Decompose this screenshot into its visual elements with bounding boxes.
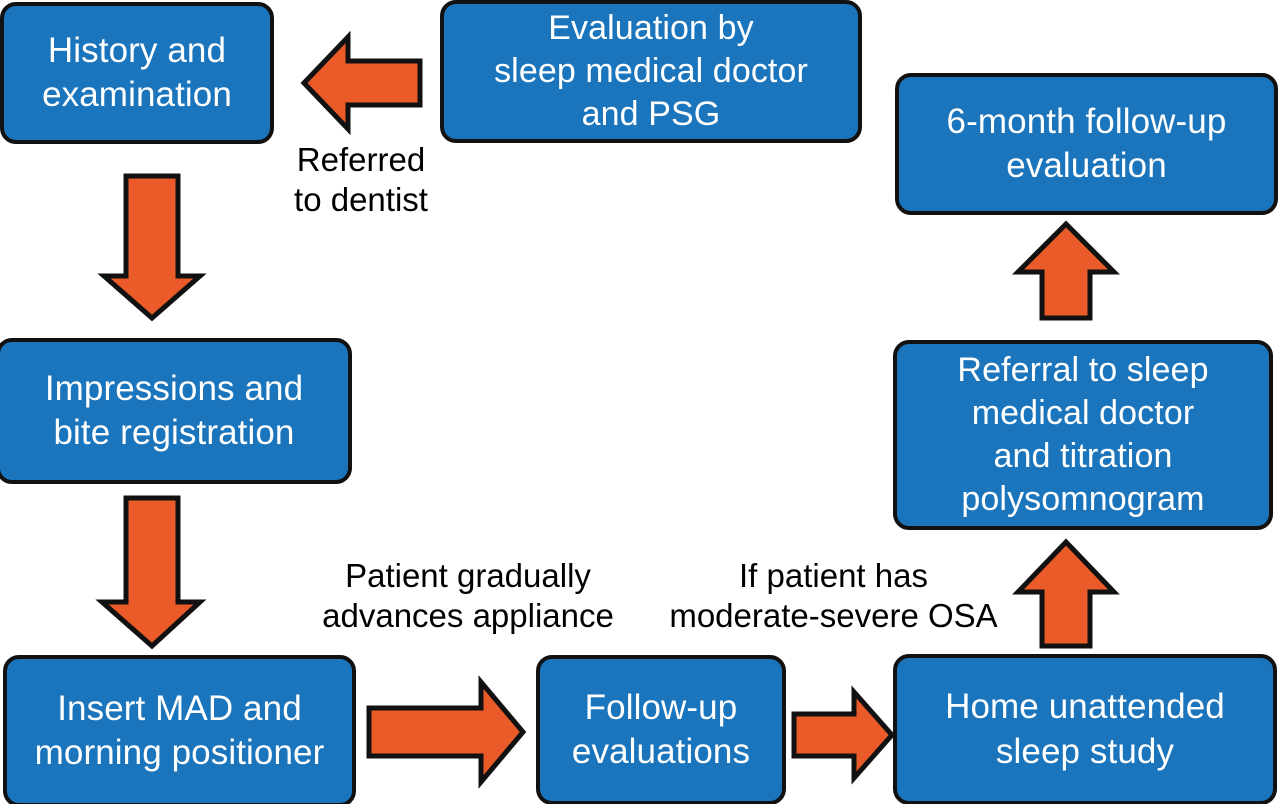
node-insert-mad-and-morning-positioner[interactable]: Insert MAD and morning positioner [3, 655, 356, 804]
edge-label-referred-to-dentist: Referred to dentist [294, 141, 428, 219]
arrow-down-impressions-to-insert-mad-icon [95, 495, 207, 650]
node-impressions-and-bite-registration[interactable]: Impressions and bite registration [0, 338, 352, 484]
node-referral-to-sleep-medical-doctor-and-titration-polysomnogram[interactable]: Referral to sleep medical doctor and tit… [893, 340, 1273, 530]
arrow-up-referral-to-six-month-icon [1011, 220, 1121, 321]
arrow-right-insert-mad-to-follow-up-icon [366, 675, 527, 789]
edge-label-patient-gradually-advances-appliance: Patient gradually advances appliance [322, 557, 614, 635]
arrow-right-follow-up-to-home-study-icon [791, 685, 896, 785]
edge-label-if-patient-has-moderate-severe-osa: If patient has moderate-severe OSA [669, 557, 998, 635]
node-evaluation-by-sleep-medical-doctor-and-psg[interactable]: Evaluation by sleep medical doctor and P… [440, 0, 862, 143]
node-home-unattended-sleep-study[interactable]: Home unattended sleep study [893, 654, 1277, 804]
node-history-and-examination[interactable]: History and examination [0, 2, 274, 144]
arrow-left-evaluation-to-history-icon [300, 30, 423, 136]
arrow-up-home-study-to-referral-icon [1012, 538, 1120, 649]
arrow-down-history-to-impressions-icon [97, 173, 207, 322]
node-six-month-follow-up-evaluation[interactable]: 6-month follow-up evaluation [895, 73, 1278, 215]
node-follow-up-evaluations[interactable]: Follow-up evaluations [536, 655, 786, 804]
